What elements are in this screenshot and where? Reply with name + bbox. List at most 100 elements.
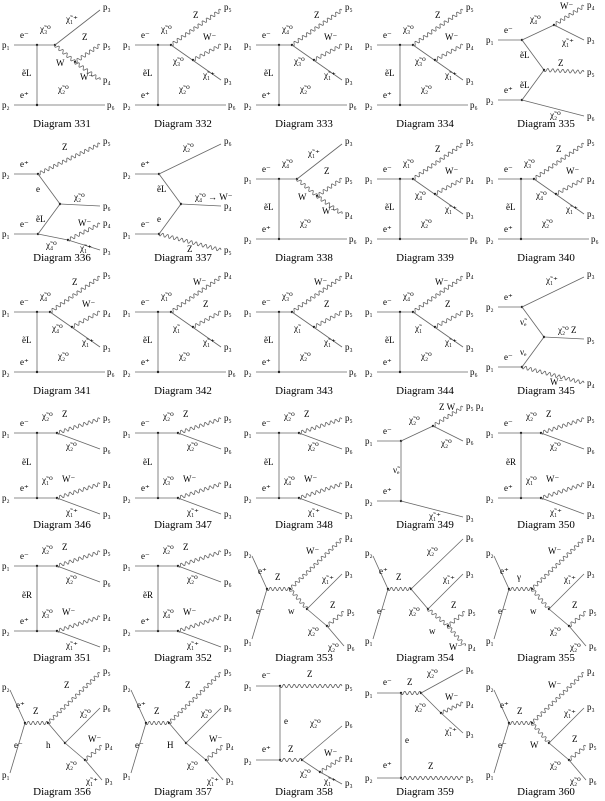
diagram-caption: Diagram 352 [154,652,212,664]
particle-label: e⁻ [383,426,392,436]
momentum-label: p₅ [587,67,595,77]
momentum-label: p₄ [224,201,232,211]
momentum-label: p₃ [587,702,595,712]
boson-line [434,310,464,329]
boson-line [533,142,585,180]
particle-label: Z [517,706,523,716]
particle-label: ẽL [264,202,274,212]
momentum-label: χ̃₃⁰ [41,608,53,618]
fermion-line [67,239,101,250]
fermion-line [185,742,207,760]
particle-label: χ̃₁⁺ [323,337,336,347]
particle-label: χ̃₂⁰ [549,441,561,451]
fermion-line [400,500,464,517]
particle-label: e⁻ [262,297,271,307]
boson-line [291,8,343,47]
momentum-label: p₃ [587,568,595,578]
diagram-caption: Diagram 339 [396,252,454,264]
momentum-label: p₂ [365,234,373,244]
fermion-line [298,497,343,514]
particle-label: e⁻ [504,352,513,362]
boson-line [568,610,587,628]
diagram-caption: Diagram 357 [154,786,212,798]
particle-label: χ̃₁⁺ [307,148,320,158]
momentum-label: p₅ [345,2,353,12]
boson-line [432,405,464,427]
particle-label: ẽL [22,457,32,467]
momentum-label: p₄ [466,698,474,708]
particle-label: χ̃₂⁰ [65,760,77,770]
particle-label: W⁻ [548,680,561,690]
momentum-label: p₆ [466,532,474,542]
momentum-label: p₁ [2,40,10,50]
diagram-caption: Diagram 348 [275,519,333,531]
momentum-label: p₆ [466,435,474,445]
particle-label: χ̃₂⁰ Z [557,325,577,335]
particle-label: e⁻ [141,219,150,229]
particle-label: χ̃₃⁰ [172,56,184,66]
particle-label: Z [275,572,281,582]
particle-label: χ̃₂⁰ [569,642,581,652]
momentum-label: p₆ [470,234,478,244]
vertex-dot [277,370,281,374]
momentum-label: χ̃₂⁰ [178,84,190,94]
particle-label: Z [288,744,294,754]
fermion-line [130,689,147,723]
particle-label: χ̃₁⁺ [323,776,336,786]
boson-line [279,757,303,762]
fermion-line [56,497,101,514]
particle-label: ẽR [22,590,32,600]
vertex-dot [398,237,402,240]
momentum-label: p₅ [587,334,595,344]
particle-label: W⁻ [193,277,206,287]
momentum-label: p₁ [486,770,494,780]
particle-label: Z [451,600,457,610]
boson-line [177,615,222,633]
fermion-line [568,759,587,780]
momentum-label: p₃ [226,775,234,785]
particle-label: w [288,606,295,616]
momentum-label: p₃ [103,642,111,652]
momentum-label: p₃ [345,568,353,578]
momentum-label: e⁺ [20,483,29,493]
particle-label: χ̃₁ [172,323,180,333]
particle-label: W⁻ [548,546,561,556]
boson-line [400,690,422,695]
boson-line [158,232,222,251]
particle-label: W⁻ [78,218,91,228]
momentum-label: p₁ [2,561,10,571]
fermion-line [37,203,61,234]
boson-line [531,538,585,590]
momentum-label: p₄ [103,75,111,85]
particle-label: Z [445,299,451,309]
particle-label: ẽL [264,68,274,78]
particle-label: χ̃₂⁰ [426,668,438,678]
boson-line [447,610,466,628]
momentum-label: p₆ [591,234,599,244]
momentum-label: p₃ [224,75,232,85]
momentum-label: p₅ [103,546,111,556]
particle-label: e⁻ [20,219,29,229]
boson-line [412,8,464,47]
momentum-label: p₁ [123,770,131,780]
momentum-label: p₁ [365,307,373,317]
boson-line [434,177,464,195]
particle-label: W [530,740,539,750]
diagram-caption: Diagram 355 [517,652,575,664]
vertex-dot [277,237,281,240]
fermion-line [251,588,268,640]
particle-label: χ̃₂⁰ [186,574,198,584]
momentum-label: p₂ [123,367,131,377]
particle-label: ẽR [143,590,153,600]
particle-label: Z [435,144,441,154]
diagram-caption: Diagram 358 [275,786,333,798]
particle-label: χ̃₁⁺ [81,337,94,347]
particle-label: w [530,606,537,616]
particle-label: W⁻ [183,607,196,617]
